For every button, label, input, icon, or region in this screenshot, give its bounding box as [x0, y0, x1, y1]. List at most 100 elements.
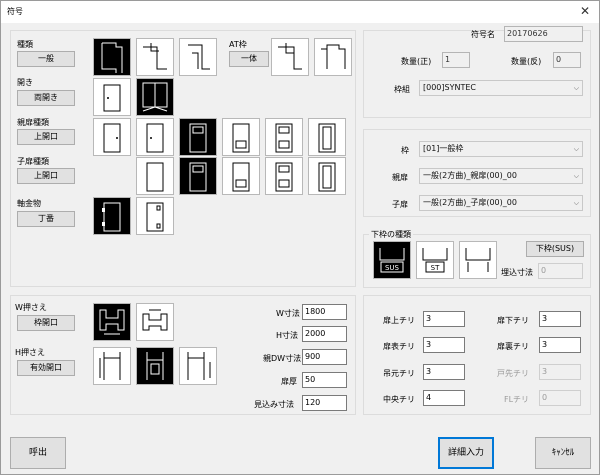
parent-tile-4[interactable]	[222, 118, 260, 156]
lower-frame-tile-none[interactable]	[459, 241, 497, 279]
chiri-top-field[interactable]: 3	[423, 311, 465, 327]
parent-door-label: 親扉	[392, 173, 408, 182]
thick-field[interactable]: 50	[302, 372, 347, 388]
h-press-tile-1[interactable]	[93, 347, 131, 385]
chiri-top-label: 扉上チリ	[383, 316, 415, 325]
chiri-tip-label: 戸先チリ	[497, 369, 529, 378]
embed-field[interactable]: 0	[538, 263, 583, 279]
w-press-tile-frame[interactable]	[93, 303, 131, 341]
view-field[interactable]: 120	[302, 395, 347, 411]
chiri-fl-field[interactable]: 0	[539, 390, 581, 406]
lower-frame-tile-st[interactable]: ST	[416, 241, 454, 279]
child-type-button[interactable]: 上開口	[17, 168, 75, 184]
chevron-down-icon: ⌵	[573, 199, 579, 207]
chiri-back-field[interactable]: 3	[539, 337, 581, 353]
close-icon[interactable]: ✕	[579, 4, 591, 18]
hinge-tile-butt[interactable]	[93, 197, 131, 235]
h-press-tile-3[interactable]	[179, 347, 217, 385]
kind-tile-2[interactable]	[136, 38, 174, 76]
code-label: 符号名	[471, 30, 495, 39]
parent-tile-1[interactable]	[93, 118, 131, 156]
w-press-label: W押さえ	[15, 303, 47, 312]
w-dim-label: W寸法	[276, 309, 300, 318]
child-type-label: 子扉種類	[17, 157, 49, 166]
chiri-back-label: 扉裏チリ	[497, 342, 529, 351]
kind-label: 種類	[17, 40, 33, 49]
pw-dim-label: 親DW寸法	[263, 354, 302, 363]
chiri-fl-label: FLチリ	[504, 395, 530, 404]
child-tile-1[interactable]	[136, 157, 174, 195]
frame-group-select[interactable]: [000]SYNTEC ⌵	[419, 80, 583, 96]
code-field[interactable]: 20170626	[504, 26, 583, 42]
code-panel	[363, 30, 591, 118]
child-tile-5[interactable]	[308, 157, 346, 195]
qty-neg-field[interactable]: 0	[553, 52, 581, 68]
at-frame-button[interactable]: 一体	[229, 51, 269, 67]
st-tile-text: ST	[431, 264, 440, 272]
chiri-hang-field[interactable]: 3	[423, 364, 465, 380]
w-dim-field[interactable]: 1800	[302, 304, 347, 320]
open-tile-double[interactable]	[136, 78, 174, 116]
parent-door-value: 一般(2方曲)_親扉(00)_00	[423, 171, 517, 180]
parent-type-button[interactable]: 上開口	[17, 129, 75, 145]
h-press-label: H押さえ	[15, 348, 46, 357]
parent-tile-2[interactable]	[136, 118, 174, 156]
detail-input-button[interactable]: 詳細入力	[438, 437, 494, 469]
qty-neg-label: 数量(反)	[511, 57, 542, 66]
parent-tile-3[interactable]	[179, 118, 217, 156]
parent-tile-5[interactable]	[265, 118, 303, 156]
hinge-button[interactable]: 丁番	[17, 211, 75, 227]
child-tile-3[interactable]	[222, 157, 260, 195]
hinge-tile-pivot[interactable]	[136, 197, 174, 235]
h-press-button[interactable]: 有効開口	[17, 360, 75, 376]
chiri-front-field[interactable]: 3	[423, 337, 465, 353]
title-bar: 符号 ✕	[1, 1, 599, 23]
cancel-button[interactable]: ｷｬﾝｾﾙ	[535, 437, 591, 469]
frame-label: 枠	[401, 146, 409, 155]
at-tile-2[interactable]	[314, 38, 352, 76]
frame-value: [01]一般枠	[423, 144, 464, 153]
child-door-value: 一般(2方曲)_子扉(00)_00	[423, 198, 517, 207]
chiri-bottom-field[interactable]: 3	[539, 311, 581, 327]
open-tile-single[interactable]	[93, 78, 131, 116]
h-dim-label: H寸法	[276, 331, 299, 340]
kind-tile-3[interactable]	[179, 38, 217, 76]
lower-frame-type-button[interactable]: 下枠(SUS)	[526, 241, 584, 257]
chevron-down-icon: ⌵	[573, 84, 579, 92]
chiri-center-field[interactable]: 4	[423, 390, 465, 406]
parent-tile-6[interactable]	[308, 118, 346, 156]
child-door-select[interactable]: 一般(2方曲)_子扉(00)_00 ⌵	[419, 195, 583, 211]
lower-frame-tile-sus[interactable]: SUS	[373, 241, 411, 279]
h-dim-field[interactable]: 2000	[302, 326, 347, 342]
w-press-tile-effective[interactable]	[136, 303, 174, 341]
kind-tile-general[interactable]	[93, 38, 131, 76]
window-title: 符号	[7, 7, 23, 16]
parent-door-select[interactable]: 一般(2方曲)_親扉(00)_00 ⌵	[419, 168, 583, 184]
chiri-hang-label: 吊元チリ	[383, 369, 415, 378]
qty-pos-field[interactable]: 1	[442, 52, 470, 68]
embed-label: 埋込寸法	[501, 268, 533, 277]
hinge-label: 軸金物	[17, 199, 41, 208]
w-press-button[interactable]: 枠開口	[17, 315, 75, 331]
kind-button[interactable]: 一般	[17, 51, 75, 67]
open-label: 開き	[17, 78, 33, 87]
chiri-tip-field[interactable]: 3	[539, 364, 581, 380]
at-frame-label: AT枠	[229, 40, 247, 49]
thick-label: 扉厚	[281, 377, 297, 386]
child-tile-4[interactable]	[265, 157, 303, 195]
open-button[interactable]: 両開き	[17, 90, 75, 106]
h-press-tile-effective[interactable]	[136, 347, 174, 385]
chiri-center-label: 中央チリ	[383, 395, 415, 404]
call-button[interactable]: 呼出	[10, 437, 66, 469]
qty-pos-label: 数量(正)	[401, 57, 432, 66]
sus-tile-text: SUS	[385, 264, 400, 272]
child-tile-2[interactable]	[179, 157, 217, 195]
parent-type-label: 親扉種類	[17, 118, 49, 127]
frame-group-value: [000]SYNTEC	[423, 83, 476, 92]
frame-select[interactable]: [01]一般枠 ⌵	[419, 141, 583, 157]
chiri-front-label: 扉表チリ	[383, 342, 415, 351]
pw-dim-field[interactable]: 900	[302, 349, 347, 365]
chevron-down-icon: ⌵	[573, 145, 579, 153]
at-tile-1[interactable]	[271, 38, 309, 76]
